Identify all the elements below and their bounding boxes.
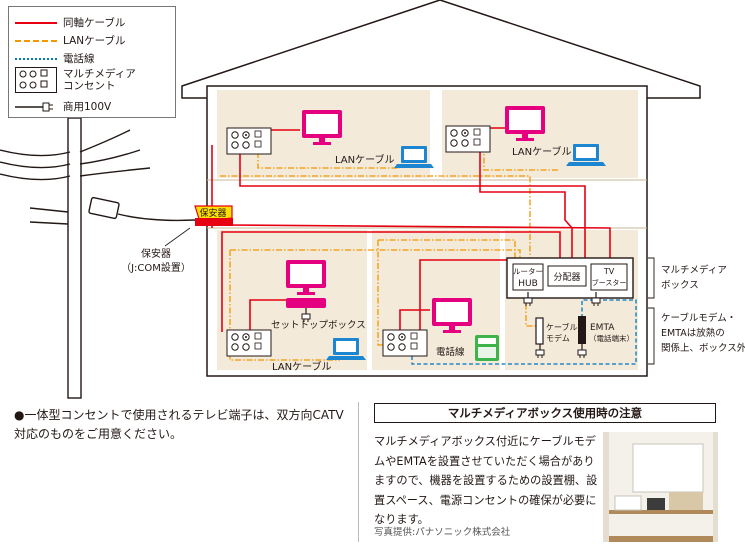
shelf-illustration: [603, 432, 718, 542]
phone-line-route: [411, 299, 637, 365]
router-label-line1: ルーター: [513, 267, 543, 276]
telephone-icon: [475, 335, 499, 361]
modem-note-line2: EMTAは放熱の: [661, 327, 725, 339]
protector-label: 保安器: [199, 207, 226, 219]
legend-coax: 同軸ケーブル: [15, 15, 125, 30]
power-plug-icon: [15, 102, 53, 111]
multimedia-outlet-icon: [382, 329, 428, 357]
tv-outlet-note: ●一体型コンセントで使用されるテレビ端子は、双方向CATV対応のものをご用意くだ…: [14, 408, 344, 441]
room-lower-middle: 電話線: [382, 298, 499, 361]
lan-cable-label: LANケーブル: [272, 360, 332, 373]
room-lower-left: セットトップボックス LANケーブル: [226, 260, 366, 373]
tv-booster-label-line1: TV: [603, 267, 615, 276]
legend-coax-label: 同軸ケーブル: [63, 17, 126, 29]
settop-box-label: セットトップボックス: [271, 320, 366, 331]
multimedia-outlet-icon: [15, 67, 57, 93]
legend-power: 商用100V: [15, 99, 111, 114]
room-upper-right: LANケーブル: [445, 106, 606, 166]
coax-swatch: [15, 21, 57, 24]
modem-note-bracket: [648, 307, 655, 365]
lan-cable-label: LANケーブル: [335, 153, 395, 166]
cable-modem-label-line1: ケーブル: [546, 322, 578, 332]
protector: 保安器: [194, 205, 233, 226]
phone-swatch: [15, 57, 57, 60]
settop-box-icon: [286, 298, 326, 308]
phone-line-label: 電話線: [436, 346, 465, 358]
mmbox-label-line1: マルチメディア: [661, 264, 727, 276]
tv-booster-label-line2: ブースター: [592, 278, 627, 287]
emta-label-line1: EMTA: [590, 323, 615, 333]
multimedia-outlet-icon: [226, 329, 272, 357]
modem-note-line3: 関係上、ボックス外: [661, 342, 745, 354]
mmbox-bracket: [648, 257, 655, 299]
photo-credit: 写真提供:パナソニック株式会社: [374, 527, 511, 538]
legend-power-label: 商用100V: [63, 101, 112, 113]
caution-body: マルチメディアボックス付近にケーブルモデムやEMTAを設置させていただく場合があ…: [374, 435, 598, 526]
tap-box: [88, 196, 196, 222]
caution-title: マルチメディアボックス使用時の注意: [374, 403, 716, 423]
utility-pole: [0, 117, 196, 399]
multimedia-outlet-icon: [445, 125, 491, 153]
legend-lan-label: LANケーブル: [63, 35, 126, 47]
room-upper-left: LANケーブル: [226, 110, 434, 168]
mmbox-label-line2: ボックス: [661, 280, 699, 291]
protector-caption-line2: （J:COM設置）: [121, 261, 191, 274]
legend-outlet-label: マルチメディア コンセント: [63, 68, 136, 92]
multimedia-box: ルーター HUB 分配器 TV ブースター: [506, 257, 634, 307]
legend-phone-label: 電話線: [63, 53, 95, 65]
lan-cable-label: LANケーブル: [512, 145, 572, 158]
legend: 同軸ケーブル LANケーブル 電話線 マルチメディア コンセント 商用: [8, 6, 176, 118]
legend-outlet-line1: マルチメディア: [63, 68, 136, 80]
router-label-line2: HUB: [518, 279, 538, 289]
modem-note-line1: ケーブルモデム・: [661, 312, 736, 324]
legend-outlet-line2: コンセント: [63, 80, 116, 92]
legend-phone: 電話線: [15, 51, 95, 66]
cable-modem-label-line2: モデム: [546, 333, 570, 343]
protector-leader: [164, 227, 191, 247]
section-divider: [358, 402, 359, 542]
lan-swatch: [15, 39, 57, 42]
splitter-label: 分配器: [553, 272, 580, 283]
emta-label-line2: （電話端末）: [589, 333, 634, 343]
multimedia-outlet-icon: [226, 127, 272, 155]
legend-outlet: マルチメディア コンセント: [15, 67, 136, 93]
multimedia-box-photo: [603, 432, 718, 542]
protector-caption-line1: 保安器: [141, 247, 171, 260]
house-network-diagram: 保安器 保安器 （J:COM設置） LANケーブル LANケーブル セットトップ…: [0, 0, 745, 399]
emta: EMTA （電話端末）: [577, 316, 634, 359]
cable-modem: ケーブル モデム: [535, 317, 578, 359]
legend-lan: LANケーブル: [15, 33, 126, 48]
